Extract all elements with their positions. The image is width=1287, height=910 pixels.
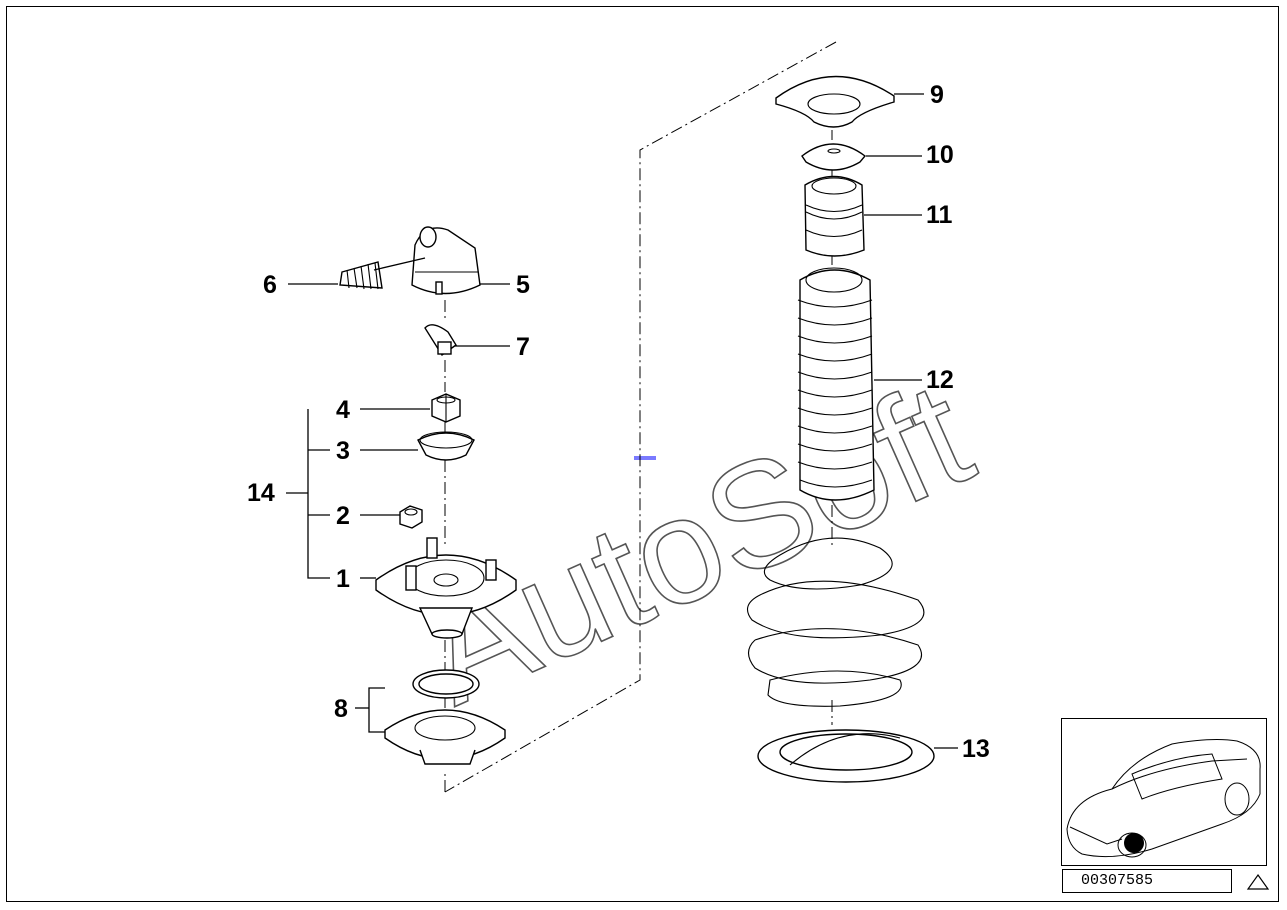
- warning-triangle-icon: [1246, 873, 1270, 890]
- part-6-boot: [339, 261, 383, 290]
- part-3-cup: [417, 431, 475, 461]
- callout-2: 2: [336, 502, 350, 530]
- part-5-cap: [411, 226, 481, 295]
- part-4-nut: [431, 393, 461, 423]
- callout-5: 5: [516, 271, 530, 299]
- coil-spring: [746, 537, 925, 707]
- callout-3: 3: [336, 437, 350, 465]
- callout-13: 13: [962, 735, 990, 763]
- assembly-outline: [444, 41, 837, 793]
- callout-9: 9: [930, 81, 944, 109]
- part-2-nut: [399, 505, 423, 529]
- leader-lines: [286, 93, 958, 749]
- callout-labels: 6 5 7 4 3 14 2 1 8 9 10 11 12 13: [247, 81, 990, 763]
- part-12-dust-boot: [797, 267, 875, 501]
- part-1-strut-mount: [375, 537, 517, 639]
- reference-number: 00307585: [1081, 872, 1154, 889]
- location-marker: [1124, 833, 1144, 853]
- part-8-ring-seat: [384, 669, 506, 765]
- vehicle-location-thumbnail: [1061, 718, 1267, 866]
- part-11-bump-stop: [804, 175, 865, 257]
- part-10-washer: [801, 143, 867, 171]
- diagram-frame: [6, 6, 1279, 902]
- callout-12: 12: [926, 366, 954, 394]
- callout-6: 6: [263, 271, 277, 299]
- callout-4: 4: [336, 396, 350, 424]
- watermark-text: AutoSoft: [399, 349, 993, 737]
- callout-10: 10: [926, 141, 954, 169]
- callout-8: 8: [334, 695, 348, 723]
- callout-14: 14: [247, 479, 275, 507]
- callout-1: 1: [336, 565, 350, 593]
- callout-7: 7: [516, 333, 530, 361]
- part-9-upper-seat: [775, 75, 895, 128]
- car-location-icon: [1066, 739, 1261, 858]
- part-13-lower-seat: [757, 729, 935, 783]
- part-7-fitting: [424, 324, 457, 357]
- callout-11: 11: [926, 201, 953, 229]
- center-mark: [634, 456, 656, 460]
- reference-number-box: 00307585: [1062, 869, 1232, 893]
